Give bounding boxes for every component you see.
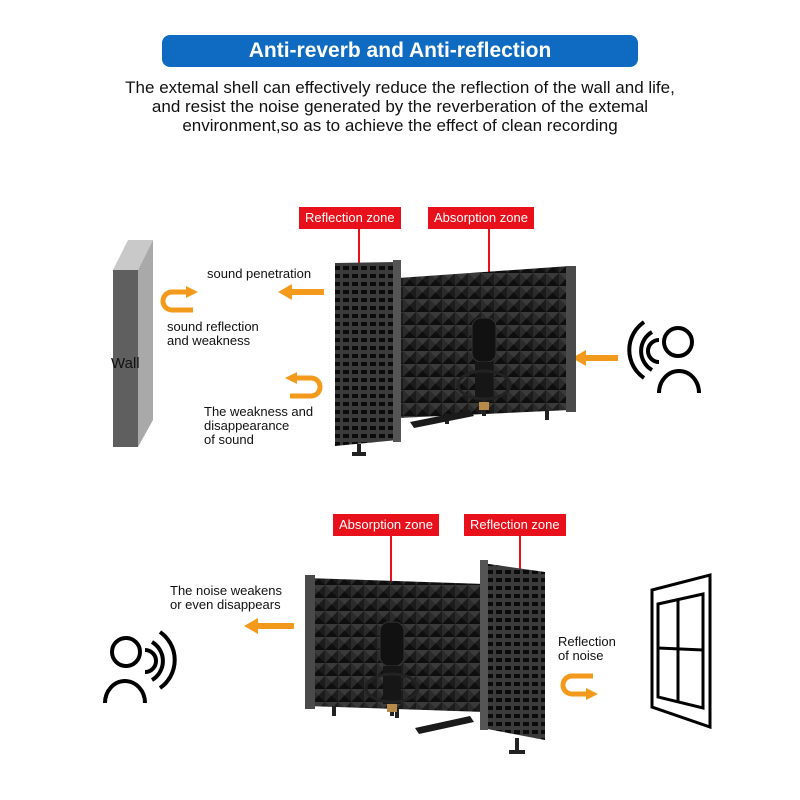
- u-turn-arrow-icon: [285, 372, 323, 399]
- reflection-of-noise-label: Reflection of noise: [558, 635, 616, 663]
- wall-label: Wall: [111, 355, 140, 372]
- u-turn-arrow-icon: [160, 286, 198, 313]
- arrow-left-icon: [244, 618, 294, 634]
- leader-line: [519, 536, 521, 572]
- title-bar: Anti-reverb and Anti-reflection: [162, 35, 638, 67]
- label-line: disappearance: [204, 418, 290, 433]
- leader-line: [358, 229, 360, 269]
- person-speaking-icon: [103, 630, 177, 704]
- sound-reflection-label: sound reflection and weakness: [167, 320, 259, 348]
- label-line: or even disappears: [170, 597, 281, 612]
- label-line: of sound: [204, 432, 254, 447]
- arrow-left-icon: [572, 350, 618, 366]
- zone-tag-reflection: Reflection zone: [299, 207, 401, 229]
- label-line: Reflection: [558, 634, 616, 649]
- label-line: The noise weakens: [170, 583, 283, 598]
- leader-line: [390, 536, 392, 588]
- description-line: environment,so as to achieve the effect …: [182, 116, 618, 135]
- sound-penetration-label: sound penetration: [207, 266, 312, 281]
- zone-tag-absorption: Absorption zone: [428, 207, 534, 229]
- leader-line: [488, 229, 490, 284]
- label-line: The weakness and: [204, 404, 314, 419]
- label-line: sound reflection: [167, 319, 259, 334]
- zone-tag-absorption: Absorption zone: [333, 514, 439, 536]
- marker-dot: [355, 266, 362, 273]
- description: The extemal shell can effectively reduce…: [80, 78, 720, 135]
- u-turn-arrow-icon: [560, 673, 598, 700]
- label-line: of noise: [558, 648, 604, 663]
- noise-weakens-label: The noise weakens or even disappears: [170, 584, 282, 612]
- marker-dot: [516, 569, 523, 576]
- description-line: and resist the noise generated by the re…: [151, 97, 649, 116]
- arrow-left-icon: [278, 284, 324, 300]
- sound-weakness-label: The weakness and disappearance of sound: [204, 405, 313, 447]
- description-line: The extemal shell can effectively reduce…: [125, 78, 675, 97]
- marker-dot: [387, 585, 394, 592]
- marker-dot: [485, 281, 492, 288]
- zone-tag-reflection: Reflection zone: [464, 514, 566, 536]
- person-speaking-icon: [627, 320, 701, 394]
- page-title: Anti-reverb and Anti-reflection: [248, 39, 552, 62]
- label-line: and weakness: [167, 333, 251, 348]
